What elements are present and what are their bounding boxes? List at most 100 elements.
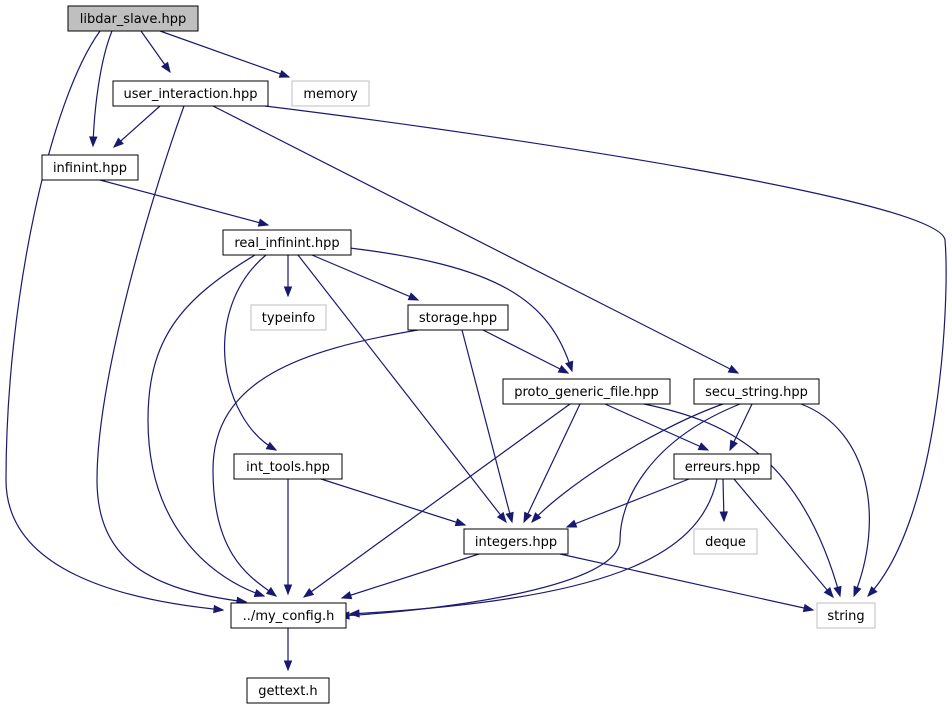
- arrowhead: [565, 360, 574, 373]
- arrowhead: [697, 442, 710, 451]
- edge-secu-string-to-integers: [531, 403, 724, 524]
- edge-secu-string-to-erreurs: [729, 403, 753, 452]
- edge-user-interaction-to-my-config: [96, 105, 248, 606]
- edge-line: [224, 254, 277, 451]
- edge-proto-generic-file-to-string: [643, 403, 842, 598]
- arrowhead: [833, 585, 842, 598]
- arrowhead: [867, 586, 878, 598]
- edge-user-interaction-to-secu-string: [212, 105, 740, 374]
- arrowhead: [823, 587, 834, 599]
- edge-proto-generic-file-to-my-config: [302, 403, 571, 598]
- edge-line: [339, 403, 741, 617]
- node-label: user_interaction.hpp: [123, 87, 257, 102]
- node-my-config[interactable]: ../my_config.h: [230, 602, 347, 629]
- node-user-interaction[interactable]: user_interaction.hpp: [112, 80, 269, 107]
- node-label: libdar_slave.hpp: [80, 12, 186, 27]
- node-label: secu_string.hpp: [705, 385, 808, 400]
- arrowhead: [348, 609, 360, 618]
- edge-storage-to-integers: [461, 329, 514, 524]
- edge-line: [212, 105, 739, 374]
- edge-line: [461, 329, 513, 523]
- node-box: [816, 602, 876, 629]
- edge-line: [559, 553, 814, 611]
- arrowhead: [278, 69, 291, 78]
- arrowhead: [531, 512, 542, 524]
- node-label: erreurs.hpp: [685, 460, 760, 475]
- node-integers[interactable]: integers.hpp: [463, 528, 569, 555]
- edge-line: [341, 553, 480, 599]
- arrowhead: [496, 511, 507, 524]
- arrowhead: [557, 364, 570, 374]
- arrowhead: [112, 137, 124, 148]
- arrowhead: [89, 136, 98, 148]
- node-box: [463, 528, 569, 555]
- arrowhead: [283, 660, 293, 672]
- arrowhead: [253, 588, 266, 598]
- edge-erreurs-to-integers: [565, 478, 690, 528]
- node-box: [502, 378, 671, 405]
- node-proto-generic-file[interactable]: proto_generic_file.hpp: [502, 378, 671, 405]
- edge-line: [303, 403, 571, 598]
- edge-line: [147, 254, 265, 597]
- edge-line: [523, 403, 581, 523]
- arrowhead: [213, 604, 225, 614]
- nodes-layer: libdar_slave.hpp user_interaction.hpp memo…: [41, 5, 876, 704]
- node-secu-string[interactable]: secu_string.hpp: [693, 378, 820, 405]
- arrowhead: [523, 511, 532, 524]
- edge-line: [99, 179, 269, 226]
- arrowhead: [719, 511, 729, 523]
- arrowhead: [853, 585, 862, 598]
- edge-line: [340, 246, 573, 372]
- edge-line: [5, 30, 224, 611]
- edge-integers-to-string: [559, 553, 815, 613]
- edge-line: [643, 403, 841, 597]
- arrowhead: [454, 518, 467, 527]
- edge-line: [733, 478, 834, 598]
- node-gettext[interactable]: gettext.h: [246, 677, 330, 704]
- edge-real-infinint-to-typeinfo: [283, 255, 293, 298]
- edge-integers-to-my-config: [340, 553, 480, 600]
- arrowhead: [265, 586, 278, 597]
- node-label: infinint.hpp: [53, 161, 127, 176]
- edge-int-tools-to-integers: [320, 478, 467, 527]
- node-real-infinint[interactable]: real_infinint.hpp: [222, 229, 352, 256]
- edge-line: [311, 254, 419, 301]
- node-box: [233, 453, 343, 480]
- node-box: [41, 154, 139, 181]
- node-deque: deque: [693, 528, 758, 555]
- edge-secu-string-to-my-config: [338, 403, 741, 620]
- node-box: [291, 80, 370, 107]
- node-int-tools[interactable]: int_tools.hpp: [233, 453, 343, 480]
- node-storage[interactable]: storage.hpp: [407, 304, 509, 331]
- node-memory: memory: [291, 80, 370, 107]
- edge-int-tools-to-my-config: [283, 479, 293, 596]
- arrowhead: [265, 441, 278, 451]
- edge-line: [264, 105, 947, 597]
- arrowhead: [407, 292, 420, 301]
- arrowhead: [257, 218, 270, 227]
- edge-storage-to-proto-generic-file: [482, 329, 570, 374]
- edge-secu-string-to-string: [800, 403, 870, 598]
- node-infinint[interactable]: infinint.hpp: [41, 154, 139, 181]
- edge-user-interaction-to-infinint: [112, 105, 161, 148]
- edge-line: [92, 30, 113, 147]
- edge-erreurs-to-string: [733, 478, 834, 599]
- node-label: int_tools.hpp: [246, 460, 330, 475]
- node-box: [230, 602, 347, 629]
- node-string: string: [816, 602, 876, 629]
- edge-real-infinint-to-int-tools: [224, 254, 278, 451]
- edge-line: [113, 105, 161, 148]
- node-box: [67, 5, 199, 32]
- node-label: real_infinint.hpp: [234, 236, 339, 251]
- node-libdar-slave: libdar_slave.hpp: [67, 5, 199, 32]
- arrowhead: [283, 286, 293, 298]
- node-erreurs[interactable]: erreurs.hpp: [673, 453, 772, 480]
- edge-line: [482, 329, 569, 374]
- edge-line: [212, 329, 419, 597]
- edge-line: [96, 105, 247, 603]
- node-box: [250, 304, 327, 331]
- node-box: [222, 229, 352, 256]
- edge-line: [159, 30, 290, 78]
- node-label: string: [827, 609, 864, 624]
